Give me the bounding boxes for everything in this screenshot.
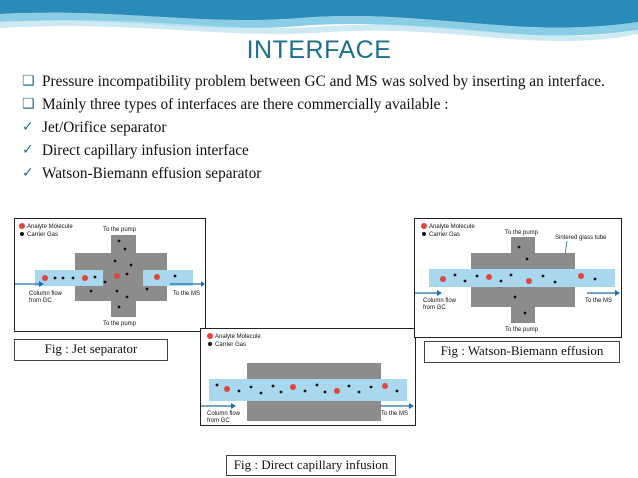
from-gc-label: from GC (423, 305, 446, 311)
sintered-glass-tube-label: Sintered glass tube (555, 235, 607, 241)
watson-biemann-figure: Analyte Molecule Carrier Gas To the pump… (414, 218, 622, 338)
bullet-text: Watson-Biemann effusion separator (42, 165, 262, 182)
to-ms-label: To the MS (585, 298, 612, 304)
jet-separator-figure: Analyte Molecule Carrier Gas To the pump… (14, 218, 206, 332)
direct-infusion-diagram: Analyte Molecule Carrier Gas Column flow… (201, 333, 414, 424)
bullet-text: Jet/Orifice separator (42, 119, 167, 136)
check-bullet-icon: ✓ (22, 119, 34, 135)
column-flow-label: Column flow (29, 291, 63, 297)
column-flow-label: Column flow (207, 411, 241, 417)
bullet-text: Direct capillary infusion interface (42, 142, 249, 159)
jet-separator-caption: Fig : Jet separator (14, 339, 168, 361)
legend-carrier-label: Carrier Gas (215, 342, 246, 348)
bullet-item: ❑ Mainly three types of interfaces are t… (20, 95, 605, 114)
bullet-item: ✓ Direct capillary infusion interface (20, 141, 605, 160)
bullet-list: ❑ Pressure incompatibility problem betwe… (20, 72, 605, 187)
watson-biemann-caption: Fig : Watson-Biemann effusion (424, 341, 620, 363)
bullet-text: Pressure incompatibility problem between… (42, 73, 605, 90)
legend-analyte-label: Analyte Molecule (215, 334, 261, 340)
check-bullet-icon: ✓ (22, 142, 34, 158)
square-bullet-icon: ❑ (22, 73, 35, 89)
to-ms-label: To the MS (381, 411, 408, 417)
page-title: INTERFACE (246, 36, 392, 64)
bullet-item: ✓ Watson-Biemann effusion separator (20, 164, 605, 183)
direct-infusion-caption: Fig : Direct capillary infusion (226, 455, 396, 476)
legend-carrier-label: Carrier Gas (429, 232, 460, 238)
header-wave-decoration (0, 0, 638, 42)
jet-separator-diagram: Analyte Molecule Carrier Gas To the pump… (15, 223, 205, 327)
bullet-text: Mainly three types of interfaces are the… (42, 96, 449, 113)
to-ms-label: To the MS (173, 291, 200, 297)
direct-infusion-figure: Analyte Molecule Carrier Gas Column flow… (200, 328, 416, 426)
check-bullet-icon: ✓ (22, 165, 34, 181)
watson-biemann-diagram: Analyte Molecule Carrier Gas To the pump… (415, 223, 620, 333)
legend-analyte-label: Analyte Molecule (429, 224, 475, 230)
column-flow-label: Column flow (423, 298, 457, 304)
to-pump-bottom-label: To the pump (103, 321, 137, 327)
legend-carrier-label: Carrier Gas (27, 232, 58, 238)
to-pump-top-label: To the pump (505, 230, 539, 236)
to-pump-top-label: To the pump (103, 227, 137, 233)
square-bullet-icon: ❑ (22, 96, 35, 112)
bullet-item: ❑ Pressure incompatibility problem betwe… (20, 72, 605, 91)
from-gc-label: from GC (29, 298, 52, 304)
legend-analyte-label: Analyte Molecule (27, 224, 73, 230)
from-gc-label: from GC (207, 418, 230, 424)
bullet-item: ✓ Jet/Orifice separator (20, 118, 605, 137)
to-pump-bottom-label: To the pump (505, 327, 539, 333)
